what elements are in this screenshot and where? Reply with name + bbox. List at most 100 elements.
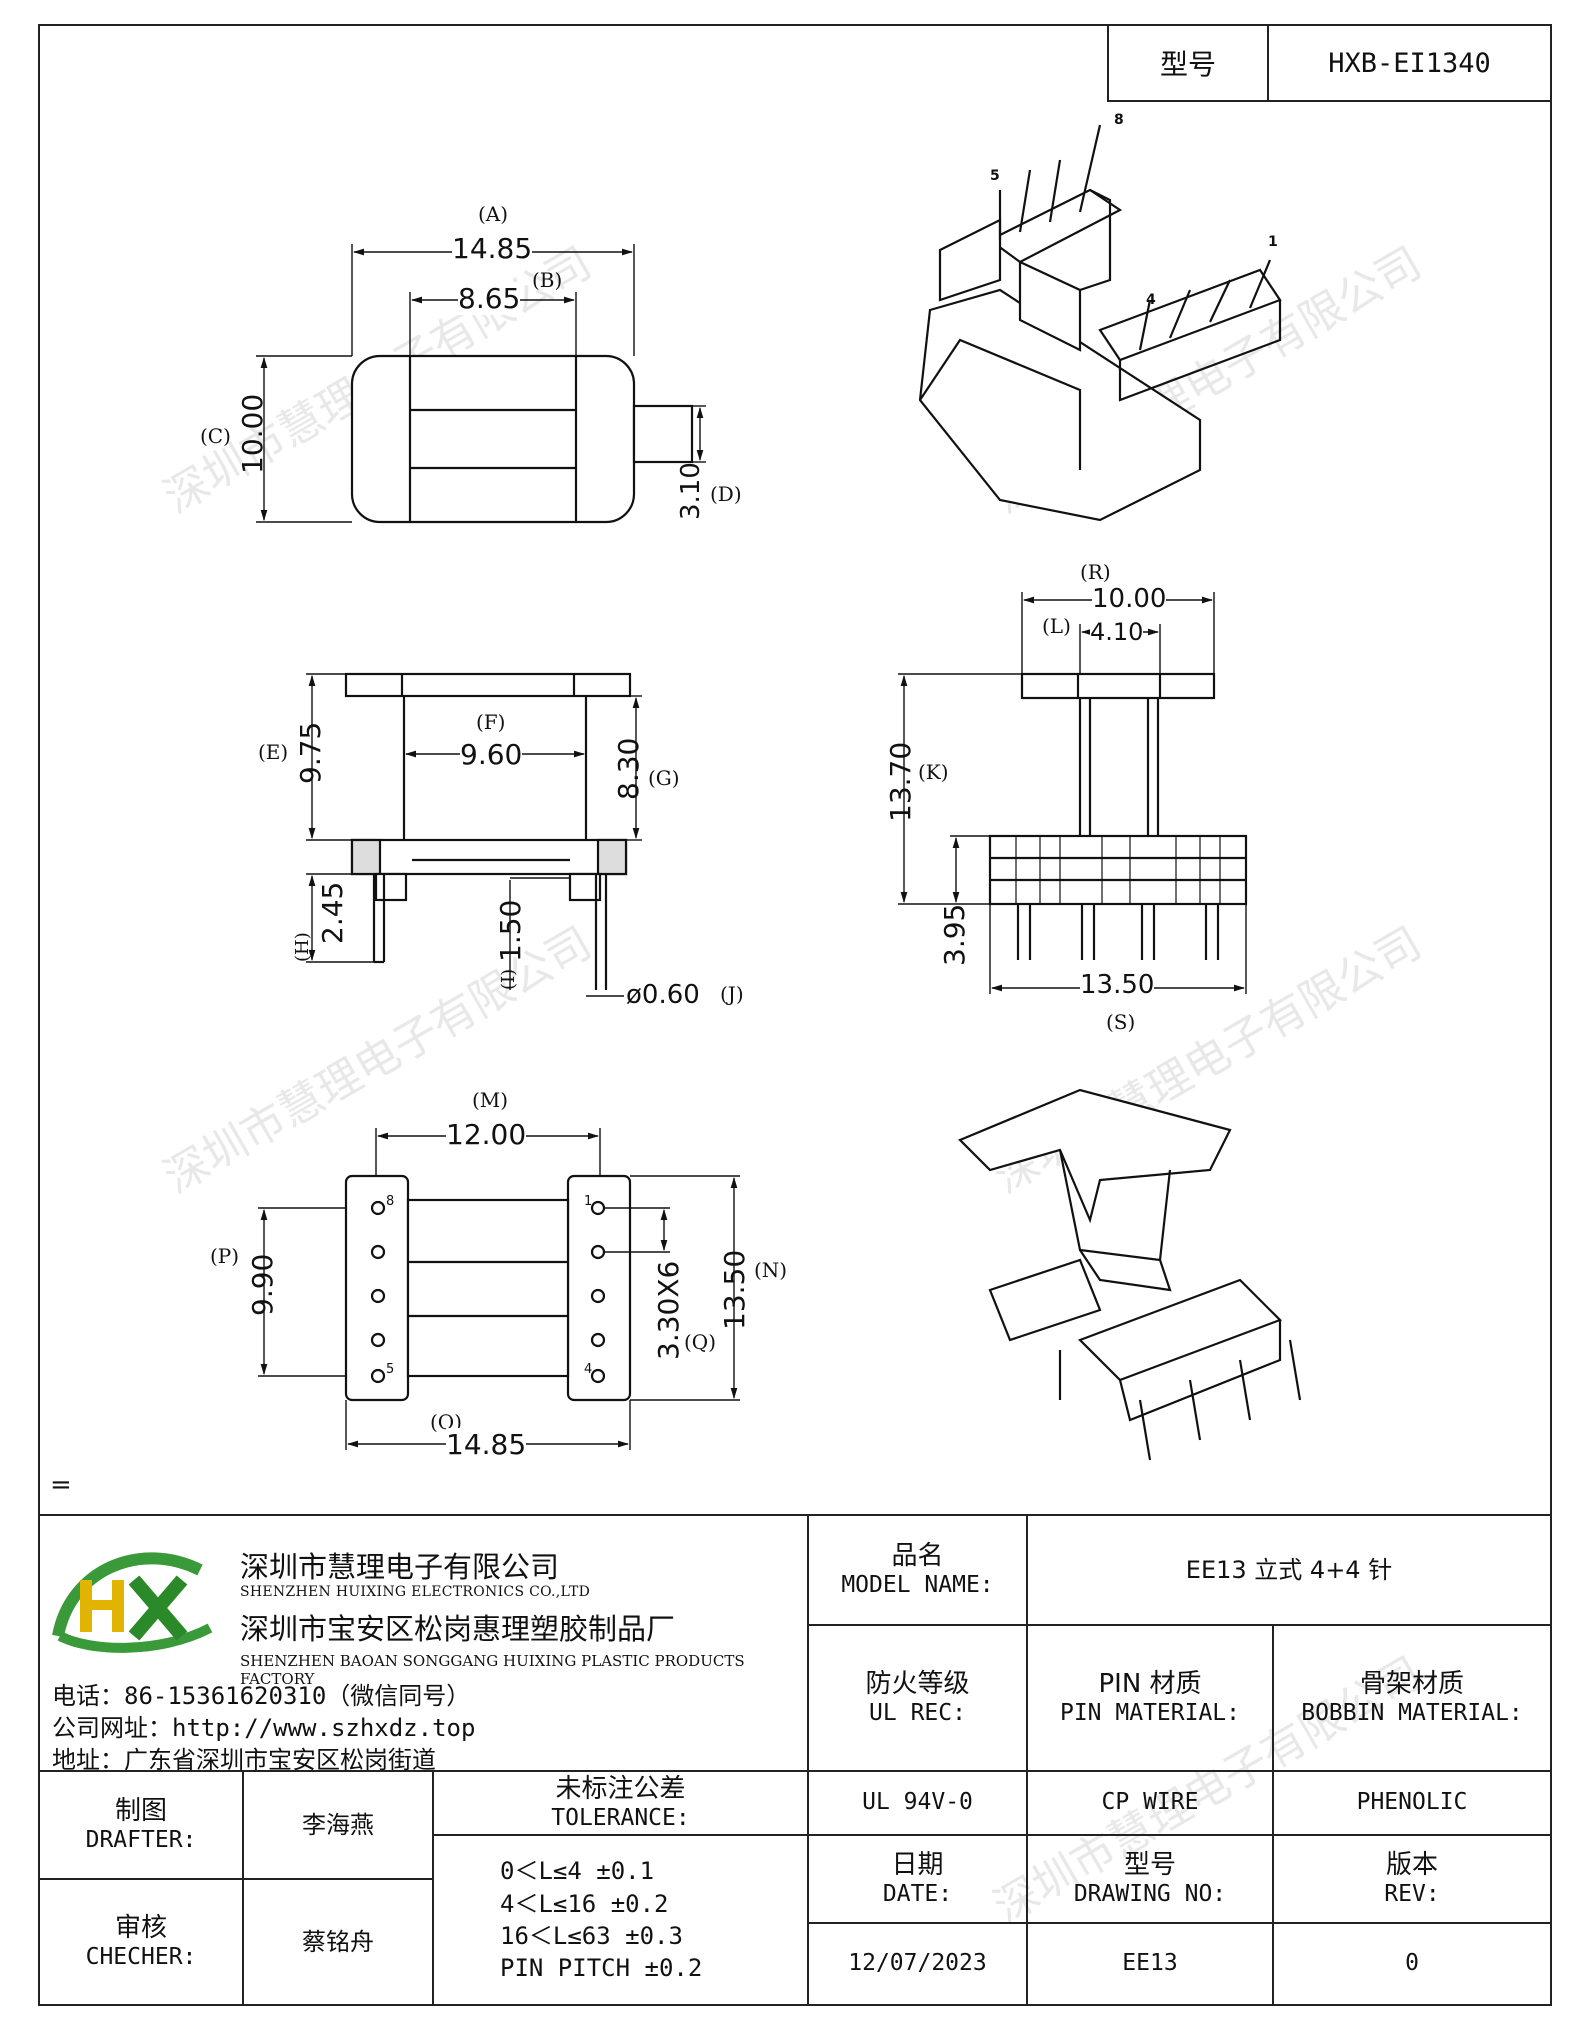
dim-p-tag: (P) [210,1244,240,1268]
dim-f-value: 9.60 [460,738,523,771]
tolerance-values: 0＜L≤4 ±0.1 4＜L≤16 ±0.2 16＜L≤63 ±0.3 PIN … [432,1834,809,2006]
pin-label: 4 [584,1362,593,1377]
dim-a-value: 14.85 [452,232,533,265]
dim-j-tag: (J) [720,982,744,1006]
rev-cn: 版本 [1385,1849,1438,1880]
drawing-no-en: DRAWING NO: [1073,1880,1227,1907]
isometric-view-pins-down [958,1088,1302,1461]
dim-c-value: 10.00 [236,393,269,474]
dim-b-value: 8.65 [458,282,521,315]
company-name-cn: 深圳市慧理电子有限公司 [240,1550,560,1584]
drafter-label: 制图 DRAFTER: [38,1770,244,1880]
drawing-no-value-cell: EE13 [1026,1922,1274,2006]
pin-label: 8 [1114,112,1124,128]
dim-n-tag: (N) [754,1258,788,1282]
rev-value: 0 [1405,1950,1419,1977]
dim-d-tag: (D) [710,482,742,506]
company-info: 深圳市慧理电子有限公司 SHENZHEN HUIXING ELECTRONICS… [38,1514,809,1774]
tolerance-cn: 未标注公差 [555,1773,686,1804]
date-value-cell: 12/07/2023 [807,1922,1028,2006]
ul-value: UL 94V-0 [862,1789,973,1816]
model-name-label: 品名 MODEL NAME: [807,1514,1028,1626]
pin-label: 1 [1268,234,1278,250]
checker-value-cell: 蔡铭舟 [242,1878,434,2006]
tolerance-label: 未标注公差 TOLERANCE: [432,1770,809,1836]
model-type-box: 型号 HXB-EI1340 [1107,24,1552,102]
bobbin-value-cell: PHENOLIC [1272,1770,1552,1836]
pin-label: 4 [1146,292,1156,308]
title-block: 深圳市慧理电子有限公司 SHENZHEN HUIXING ELECTRONICS… [38,1514,1552,2006]
date-cn: 日期 [891,1849,944,1880]
date-en: DATE: [882,1880,953,1907]
company-name-en: SHENZHEN HUIXING ELECTRONICS CO.,LTD [240,1584,591,1600]
factory-name-cn: 深圳市宝安区松岗惠理塑胶制品厂 [240,1612,676,1646]
dim-e-tag: (E) [258,740,289,764]
pin-material-cn: PIN 材质 [1098,1668,1202,1699]
dim-g-value: 8.30 [612,737,645,800]
phone-text: 电话：86-15361620310（微信同号） [52,1682,471,1710]
drawing-no-cn: 型号 [1123,1849,1176,1880]
dim-l-value: 4.10 [1090,618,1144,646]
dim-n-value: 13.50 [718,1249,751,1330]
dim-i-tag: (I) [498,968,519,990]
dim-i-value: 1.50 [494,899,527,962]
pin-material-label: PIN 材质 PIN MATERIAL: [1026,1624,1274,1772]
dim-k-value: 13.70 [884,741,917,822]
rev-en: REV: [1384,1880,1440,1907]
model-name-value: EE13 立式 4+4 针 [1185,1555,1393,1584]
ul-value-cell: UL 94V-0 [807,1770,1028,1836]
model-name-en: MODEL NAME: [841,1571,994,1598]
dim-m-value: 12.00 [446,1118,527,1151]
dim-s-tag: (S) [1106,1010,1136,1034]
separator-mark: = [50,1470,72,1500]
dim-q-tag: (Q) [684,1330,717,1354]
dim-r-value: 10.00 [1092,584,1167,614]
checker-label: 审核 CHECHER: [38,1878,244,2006]
dim-r-tag: (R) [1080,560,1111,584]
bobbin-material-value: PHENOLIC [1356,1789,1468,1816]
isometric-view-pins-up [918,124,1282,522]
model-name-value-cell: EE13 立式 4+4 针 [1026,1514,1552,1626]
pin-material-en: PIN MATERIAL: [1059,1699,1240,1726]
dim-j-value: ø0.60 [626,980,700,1010]
dim-c-tag: (C) [200,424,231,448]
dim-b-tag: (B) [532,268,563,292]
dim-a-tag: (A) [478,202,509,226]
tolerance-en: TOLERANCE: [551,1804,690,1831]
drawing-no-value: EE13 [1122,1950,1178,1977]
pin-label: 5 [990,168,1000,184]
model-name-cn: 品名 [891,1540,944,1571]
dim-k2-value: 3.95 [938,903,971,966]
dim-d-value: 3.10 [676,462,706,520]
dim-h-tag: (H) [292,932,313,962]
website-text: 公司网址：http://www.szhxdz.top [52,1714,476,1742]
drafter-cn: 制图 [114,1795,167,1826]
checker-value: 蔡铭舟 [302,1927,374,1956]
company-logo-icon [52,1552,213,1653]
dim-k-tag: (K) [918,760,949,784]
dim-l-tag: (L) [1042,614,1071,638]
dim-h-value: 2.45 [316,881,349,944]
checker-en: CHECHER: [85,1943,197,1970]
bobbin-material-cn: 骨架材质 [1359,1668,1464,1699]
bottom-view [258,1128,740,1450]
ul-en: UL REC: [869,1699,966,1726]
dim-q-value: 3.30X6 [652,1260,685,1360]
front-view [306,672,642,997]
ul-cn: 防火等级 [865,1668,970,1699]
side-view [898,592,1248,994]
rev-value-cell: 0 [1272,1922,1552,2006]
drafter-value: 李海燕 [302,1810,374,1839]
bobbin-material-label: 骨架材质 BOBBIN MATERIAL: [1272,1624,1552,1772]
pin-material-value: CP WIRE [1101,1789,1199,1816]
factory-name-en: SHENZHEN BAOAN SONGGANG HUIXING PLASTIC … [240,1652,745,1688]
tolerance-line: 4＜L≤16 ±0.2 [500,1889,669,1918]
dim-s-value: 13.50 [1080,970,1155,1000]
pin-label: 8 [386,1194,395,1209]
dim-p-value: 9.90 [246,1253,279,1316]
rev-label: 版本 REV: [1272,1834,1552,1924]
drafter-value-cell: 李海燕 [242,1770,434,1880]
pin-label: 5 [386,1362,395,1377]
type-label: 型号 [1109,26,1269,100]
